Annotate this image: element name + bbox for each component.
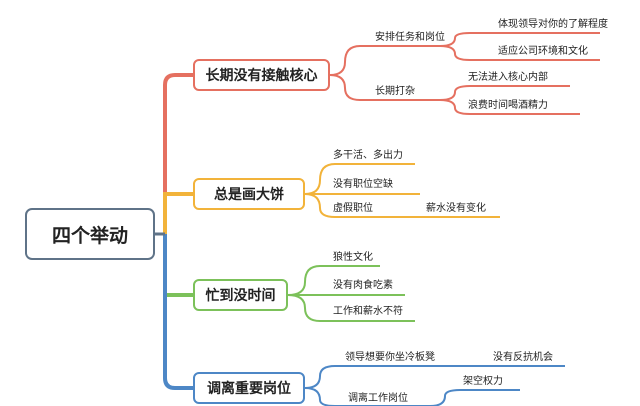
- topic-2-1[interactable]: 多干活、多出力: [333, 150, 403, 161]
- topic-4-2[interactable]: 调离工作岗位: [348, 393, 408, 404]
- trunk-green: [163, 234, 193, 297]
- topic-3-2[interactable]: 没有肉食吃素: [333, 280, 393, 291]
- topic-1-1[interactable]: 安排任务和岗位: [375, 32, 445, 43]
- topic-1-1-1[interactable]: 体现领导对你的了解程度: [498, 19, 608, 30]
- topic-1-2[interactable]: 长期打杂: [375, 86, 415, 97]
- branch-3-links: [287, 265, 415, 322]
- trunk-red: [163, 73, 193, 234]
- topic-1-2-1[interactable]: 无法进入核心内部: [468, 72, 548, 83]
- topic-3-1[interactable]: 狼性文化: [333, 252, 373, 263]
- topic-2-2[interactable]: 没有职位空缺: [333, 179, 393, 190]
- trunk-blue: [163, 234, 193, 390]
- topic-4-1[interactable]: 领导想要你坐冷板凳: [345, 352, 435, 363]
- branch-node-3[interactable]: 忙到没时间: [193, 279, 288, 311]
- branch-node-4[interactable]: 调离重要岗位: [193, 372, 305, 404]
- topic-1-2-2[interactable]: 浪费时间喝酒精力: [468, 100, 548, 111]
- branch-4-links: [304, 365, 565, 406]
- topic-2-3-1[interactable]: 薪水没有变化: [426, 203, 486, 214]
- branch-2-links: [304, 163, 500, 218]
- topic-1-1-2[interactable]: 适应公司环境和文化: [498, 46, 588, 57]
- trunk-yellow: [163, 192, 193, 234]
- topic-2-3[interactable]: 虚假职位: [333, 203, 373, 214]
- topic-4-2-1[interactable]: 架空权力: [463, 376, 503, 387]
- branch-1-links: [329, 32, 600, 115]
- root-node[interactable]: 四个举动: [25, 208, 155, 260]
- branch-node-2[interactable]: 总是画大饼: [193, 178, 305, 210]
- topic-3-3[interactable]: 工作和薪水不符: [333, 306, 403, 317]
- topic-4-1-1[interactable]: 没有反抗机会: [493, 352, 553, 363]
- branch-node-1[interactable]: 长期没有接触核心: [193, 59, 330, 91]
